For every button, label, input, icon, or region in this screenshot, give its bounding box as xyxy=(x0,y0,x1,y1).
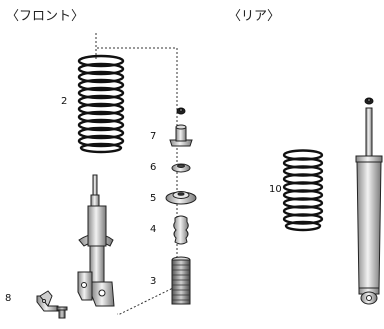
callout-upper-seat: 6 xyxy=(150,162,157,173)
assembly-guide-lines xyxy=(95,33,178,315)
front-section-header: 〈フロント〉 xyxy=(6,9,85,24)
rear-section-header: 〈リア〉 xyxy=(228,9,281,24)
callout-bracket: 8 xyxy=(5,293,12,304)
dust-boot xyxy=(171,256,191,305)
upper-mount xyxy=(169,124,193,147)
callout-spring-rear: 10 xyxy=(269,184,282,195)
callout-bearing-seat: 5 xyxy=(150,193,157,204)
front-coil-spring xyxy=(77,54,125,154)
bracket-part xyxy=(36,290,68,319)
front-strut xyxy=(77,174,115,307)
mount-nut-rear xyxy=(364,97,374,105)
mount-nut-front xyxy=(176,107,186,115)
callout-spring-front: 2 xyxy=(61,96,68,107)
bump-stopper xyxy=(173,215,189,245)
bearing-seat xyxy=(165,191,197,205)
upper-seat xyxy=(171,163,191,173)
callout-dust-boot: 3 xyxy=(150,276,157,287)
rear-coil-spring xyxy=(282,149,324,232)
callout-upper-mount-nut: 7 xyxy=(150,131,157,142)
callout-bump-stopper: 4 xyxy=(150,224,157,235)
rear-shock-absorber xyxy=(355,107,383,305)
